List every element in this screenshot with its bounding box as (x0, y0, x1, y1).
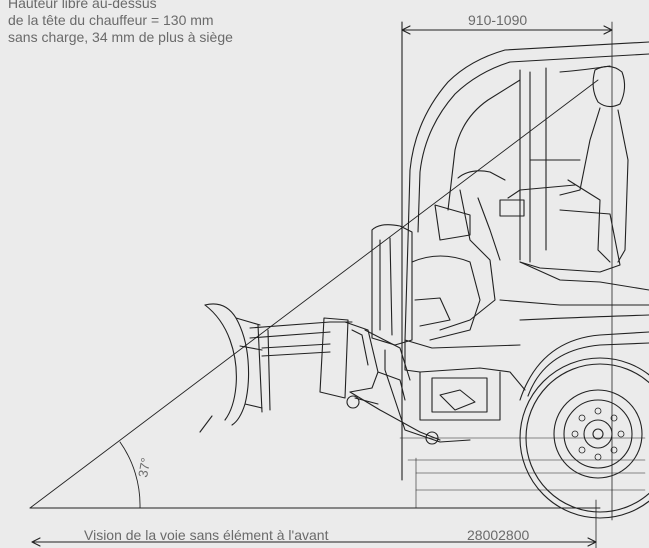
top-dimension-label: 910-1090 (468, 12, 528, 28)
front-wheel (519, 331, 649, 519)
header-note: Hauteur libre au-dessus de la tête du ch… (8, 0, 233, 46)
steering-column (434, 170, 525, 331)
bottom-dimension-label: 28002800 (467, 527, 530, 543)
front-hood (371, 224, 481, 346)
vision-caption: Vision de la voie sans élément à l'avant (84, 527, 329, 543)
angle-arc (119, 441, 141, 509)
chassis (364, 329, 526, 443)
attachment-arm (249, 317, 441, 445)
driver-seat (507, 65, 629, 273)
snow-blade (199, 303, 263, 433)
cab-frame (404, 41, 649, 349)
angle-label: 37° (135, 457, 153, 479)
header-note-line-1: Hauteur libre au-dessus (8, 0, 157, 11)
sight-lines (29, 79, 646, 509)
header-note-line-3: sans charge, 34 mm de plus à siège (8, 29, 233, 45)
bottom-dimension-line (31, 499, 597, 548)
header-note-line-2: de la tête du chauffeur = 130 mm (8, 12, 214, 28)
